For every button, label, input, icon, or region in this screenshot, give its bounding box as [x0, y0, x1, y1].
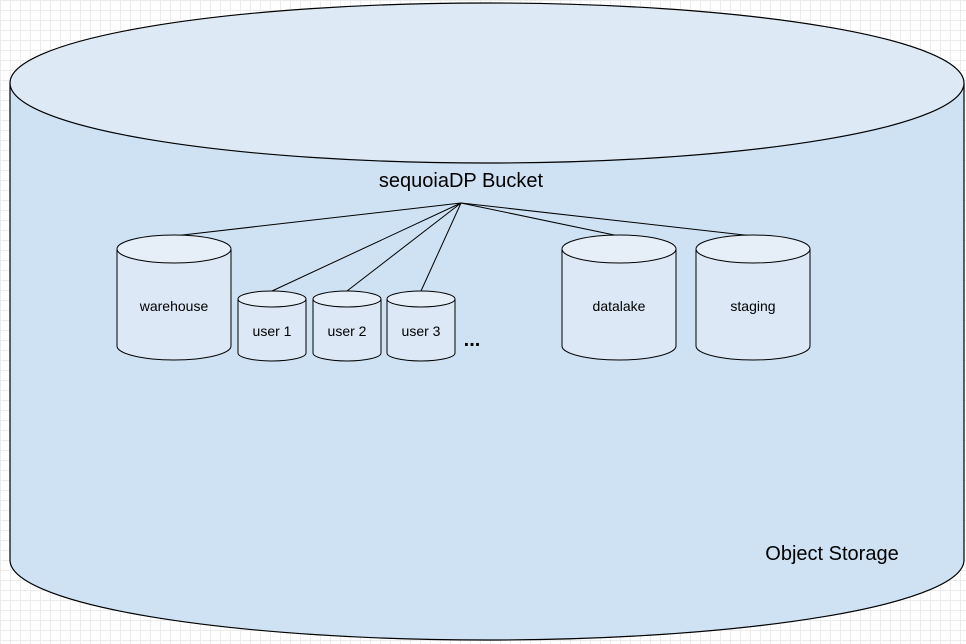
more-users-ellipsis: ... — [464, 329, 481, 351]
bucket-connectors — [173, 202, 754, 292]
datalake-label: datalake — [593, 298, 646, 314]
staging-cylinder[interactable]: staging — [695, 234, 811, 361]
connector-user2 — [346, 202, 462, 292]
warehouse-label: warehouse — [139, 298, 209, 314]
object-storage-label: Object Storage — [765, 543, 898, 565]
datalake-cylinder[interactable]: datalake — [561, 234, 677, 361]
connector-datalake — [460, 202, 620, 237]
connector-staging — [460, 202, 754, 237]
staging-label: staging — [730, 298, 775, 314]
object-storage-cylinder[interactable] — [9, 2, 965, 641]
user3-label: user 3 — [402, 323, 441, 339]
object-storage-top — [9, 2, 965, 164]
bucket-label: sequoiaDP Bucket — [379, 170, 544, 192]
object-storage-body — [9, 83, 965, 641]
user1-label: user 1 — [253, 323, 292, 339]
user2-label: user 2 — [328, 323, 367, 339]
user2-cylinder[interactable]: user 2 — [312, 290, 382, 362]
warehouse-cylinder[interactable]: warehouse — [116, 234, 232, 361]
connector-warehouse — [173, 202, 462, 237]
connector-user3 — [420, 202, 462, 292]
user3-cylinder[interactable]: user 3 — [386, 290, 456, 362]
user1-cylinder[interactable]: user 1 — [237, 290, 307, 362]
connector-user1 — [271, 202, 462, 292]
